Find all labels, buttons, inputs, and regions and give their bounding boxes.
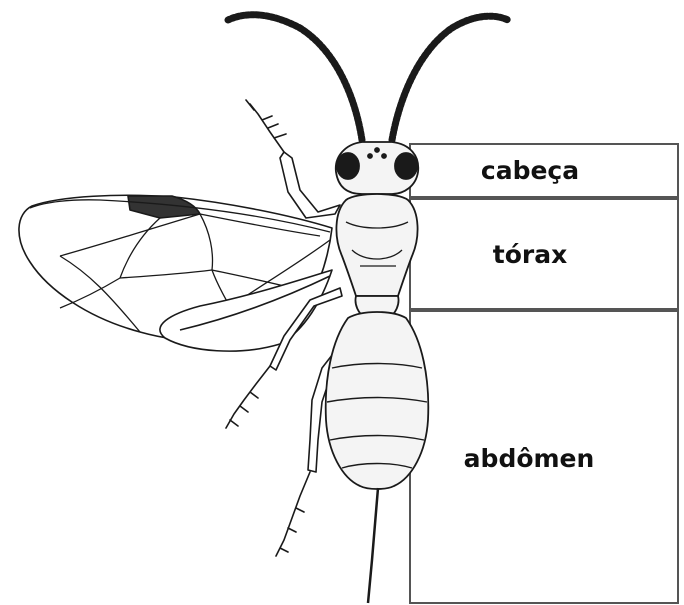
hind-tarsus: [276, 472, 310, 556]
abdomen-label: abdômen: [464, 444, 595, 473]
head-label: cabeça: [481, 156, 579, 185]
insect-body: [326, 142, 429, 603]
middle-tarsus: [226, 366, 270, 428]
ovipositor: [368, 488, 378, 603]
antennae: [228, 15, 508, 140]
wings: [19, 195, 332, 351]
left-eye: [337, 153, 359, 179]
right-eye: [395, 153, 417, 179]
ocellus: [368, 154, 372, 158]
front-leg: [280, 152, 340, 218]
right-antenna: [392, 16, 508, 140]
thorax: [336, 194, 417, 296]
label-boxes: [410, 144, 678, 603]
ocellus: [375, 148, 379, 152]
thorax-label: tórax: [493, 240, 567, 269]
abdomen: [326, 312, 429, 489]
front-tarsus: [246, 100, 286, 152]
left-antenna-outline: [228, 15, 362, 140]
ocellus: [382, 154, 386, 158]
